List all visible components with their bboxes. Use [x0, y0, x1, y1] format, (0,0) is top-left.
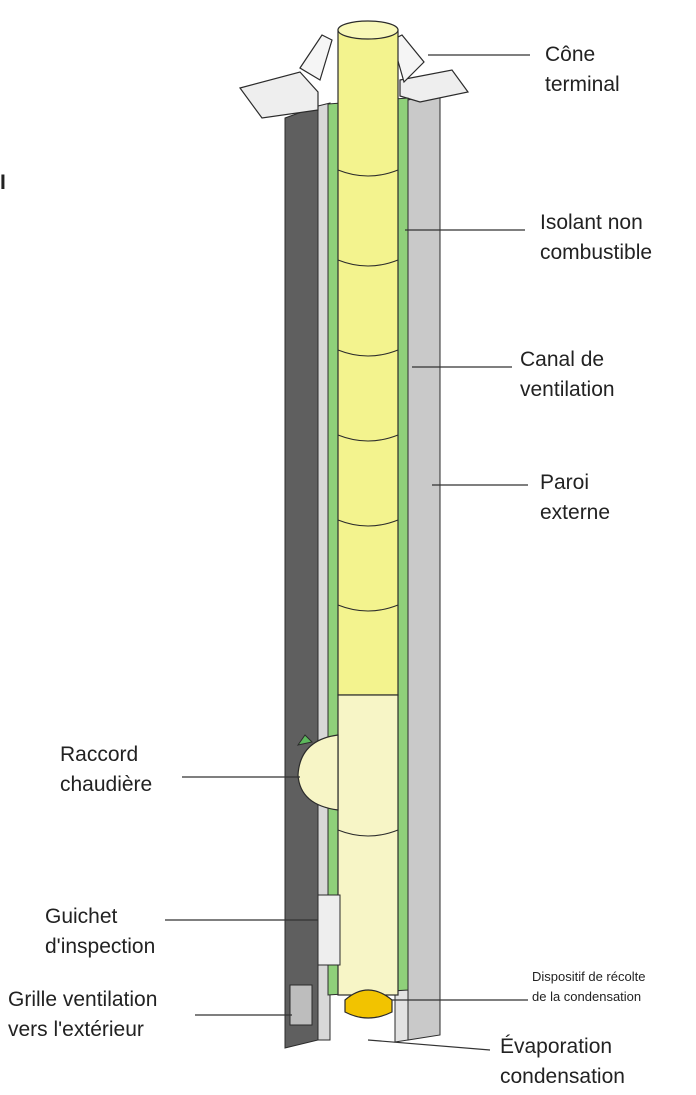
flue-segment-joint [337, 259, 399, 267]
flue-segment-joint [337, 349, 399, 357]
edge-mark: I [0, 171, 6, 194]
cap-left [238, 71, 319, 119]
flue-segment-joint [337, 434, 399, 442]
flue-segment-joint [337, 604, 399, 612]
ventilation-grille [289, 984, 313, 1026]
leader-line-evaporation [367, 1039, 491, 1051]
outer-wall-right-light [407, 91, 441, 1041]
outer-wall-left-dark [284, 105, 319, 1049]
flue-pale-section [337, 694, 399, 996]
flue-segment-joint [337, 169, 399, 177]
boiler-connection [297, 734, 339, 811]
terminal-cone-right [391, 34, 425, 84]
flue-segment-joint [337, 519, 399, 527]
terminal-cone-left [299, 34, 333, 81]
condensation-collector [344, 989, 393, 1019]
boiler-connection-seal [296, 734, 314, 746]
flue-top-opening [337, 20, 399, 40]
flue-yellow-section [337, 29, 399, 696]
flue-segment-joint [337, 829, 399, 837]
cap-right [399, 69, 470, 103]
inspection-hatch [317, 894, 341, 966]
